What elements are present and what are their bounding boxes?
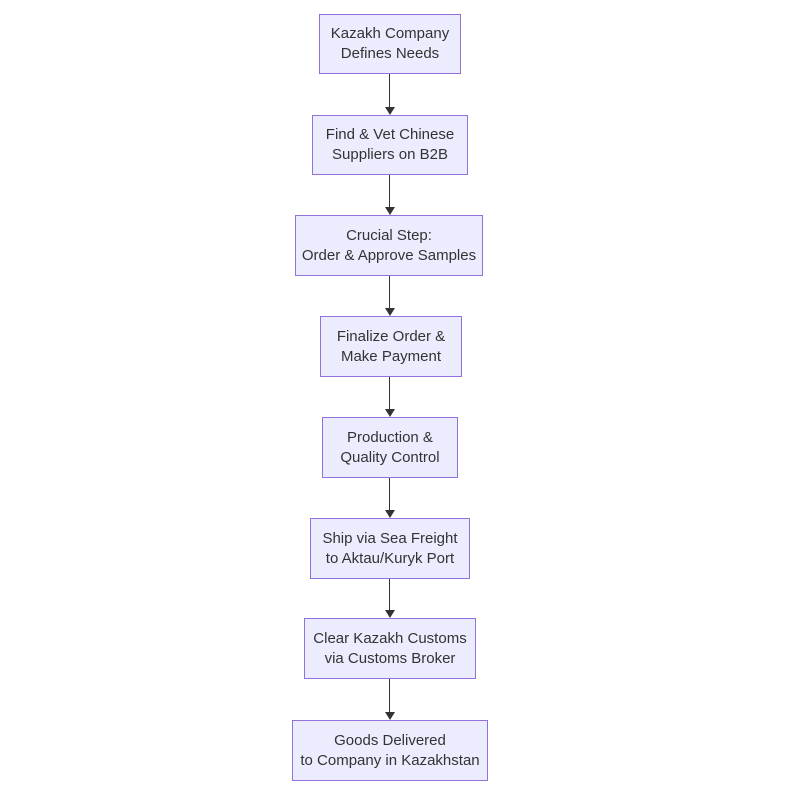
edge-arrow-3 <box>382 276 398 316</box>
edge-arrow-7 <box>382 679 398 720</box>
arrow-head-icon <box>385 510 395 518</box>
arrow-line <box>389 579 390 613</box>
arrow-line <box>389 74 390 110</box>
node-label-line: Defines Needs <box>340 45 440 62</box>
node-label-line: Finalize Order & <box>336 327 446 345</box>
node-label-line: Clear Kazakh Customs <box>313 629 467 647</box>
arrow-line <box>389 478 390 513</box>
node-ship-sea-freight: Ship via Sea Freight to Aktau/Kuryk Port <box>310 518 470 579</box>
arrow-line <box>389 679 390 715</box>
arrow-head-icon <box>385 712 395 720</box>
node-label-line: Production & <box>347 428 433 446</box>
node-label-line: to Company in Kazakhstan <box>300 751 480 769</box>
node-clear-customs: Clear Kazakh Customs via Customs Broker <box>304 618 476 679</box>
arrow-head-icon <box>385 207 395 215</box>
arrow-line <box>389 276 390 311</box>
arrow-head-icon <box>385 107 395 115</box>
arrow-line <box>389 377 390 412</box>
arrow-line <box>389 175 390 210</box>
edge-arrow-6 <box>382 579 398 618</box>
node-production-quality-control: Production & Quality Control <box>322 417 458 478</box>
node-label-line: Make Payment <box>340 347 442 365</box>
edge-arrow-4 <box>382 377 398 417</box>
node-label-line: Suppliers on B2B <box>332 146 448 163</box>
node-finalize-order-payment: Finalize Order & Make Payment <box>320 316 462 377</box>
node-label-line: Goods Delivered <box>334 731 446 749</box>
node-label-line: Ship via Sea Freight <box>322 529 458 547</box>
node-label-line: Find & Vet Chinese <box>325 126 455 143</box>
node-defines-needs: Kazakh Company Defines Needs <box>319 14 461 74</box>
node-label-line: via Customs Broker <box>324 649 456 667</box>
node-label-line: Crucial Step: <box>346 226 432 244</box>
edge-arrow-1 <box>382 74 398 115</box>
arrow-head-icon <box>385 409 395 417</box>
node-label-line: Kazakh Company <box>330 25 450 42</box>
arrow-head-icon <box>385 308 395 316</box>
node-goods-delivered: Goods Delivered to Company in Kazakhstan <box>292 720 488 781</box>
edge-arrow-5 <box>382 478 398 518</box>
node-label-line: Quality Control <box>340 448 440 466</box>
arrow-head-icon <box>385 610 395 618</box>
node-find-vet-suppliers: Find & Vet Chinese Suppliers on B2B <box>312 115 468 175</box>
node-order-approve-samples: Crucial Step: Order & Approve Samples <box>295 215 483 276</box>
node-label-line: Order & Approve Samples <box>301 246 477 264</box>
edge-arrow-2 <box>382 175 398 215</box>
node-label-line: to Aktau/Kuryk Port <box>325 549 455 567</box>
